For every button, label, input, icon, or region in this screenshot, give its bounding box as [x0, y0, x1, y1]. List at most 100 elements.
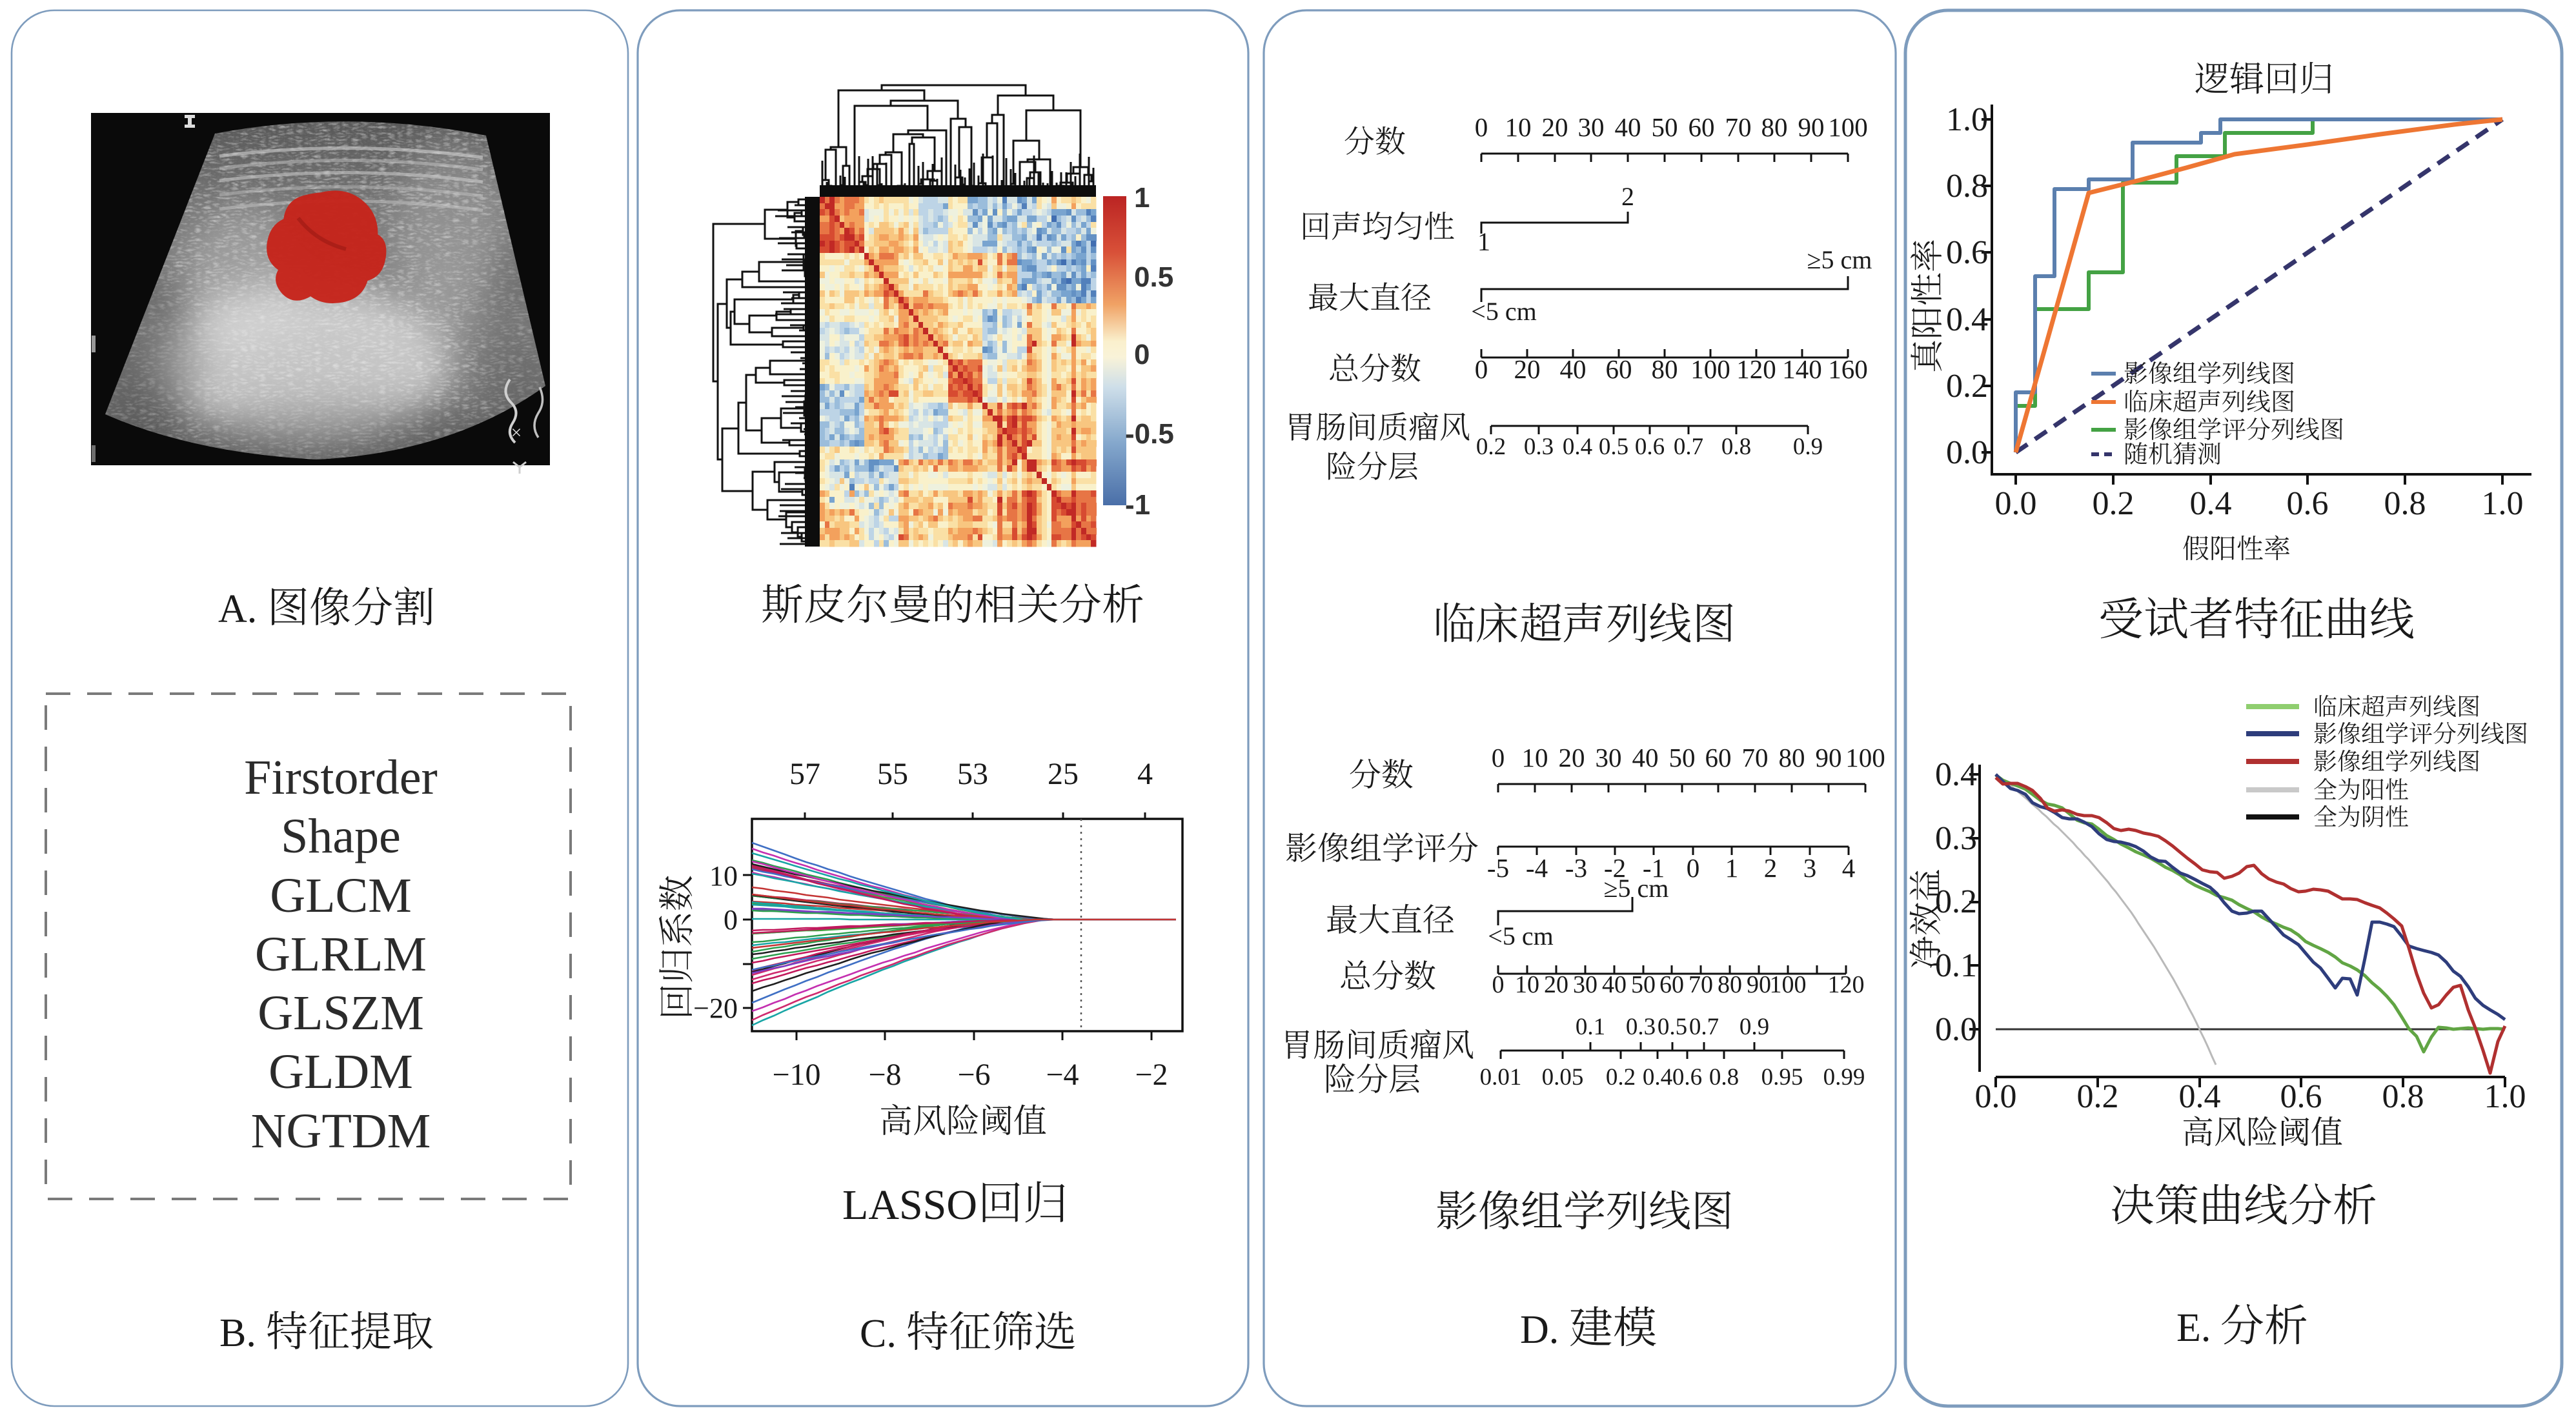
svg-text:-3: -3 [1565, 853, 1587, 883]
svg-text:0.4: 0.4 [1563, 434, 1592, 460]
svg-text:30: 30 [1573, 971, 1597, 998]
svg-text:0.9: 0.9 [1739, 1014, 1769, 1040]
svg-text:160: 160 [1828, 354, 1868, 384]
svg-text:0: 0 [724, 904, 738, 936]
svg-text:80: 80 [1761, 112, 1788, 142]
svg-text:80: 80 [1652, 354, 1678, 384]
svg-text:80: 80 [1718, 971, 1742, 998]
svg-text:0.0: 0.0 [1995, 485, 2037, 522]
svg-text:90: 90 [1798, 112, 1825, 142]
svg-text:40: 40 [1560, 354, 1587, 384]
svg-text:0: 0 [1475, 354, 1488, 384]
svg-text:0.99: 0.99 [1823, 1064, 1865, 1091]
svg-text:120: 120 [1736, 354, 1776, 384]
svg-text:57: 57 [789, 757, 820, 791]
svg-text:4: 4 [1137, 757, 1153, 791]
svg-text:GLSZM: GLSZM [258, 986, 424, 1040]
svg-text:0.6: 0.6 [2287, 485, 2329, 522]
svg-text:0.4: 0.4 [1643, 1064, 1672, 1091]
svg-text:1.0: 1.0 [2484, 1078, 2526, 1115]
svg-text:70: 70 [1742, 743, 1769, 772]
svg-text:−2: −2 [1135, 1058, 1168, 1092]
svg-text:−8: −8 [868, 1058, 901, 1092]
svg-text:2: 2 [1764, 853, 1778, 883]
svg-text:20: 20 [1544, 971, 1568, 998]
svg-text:0.3: 0.3 [1524, 434, 1554, 460]
svg-text:−20: −20 [693, 992, 738, 1024]
svg-text:B.: B. [219, 1311, 256, 1355]
svg-text:53: 53 [957, 757, 988, 791]
svg-text:≥5 cm: ≥5 cm [1604, 874, 1669, 903]
svg-text:0.4: 0.4 [1946, 301, 1988, 338]
svg-text:0.8: 0.8 [2382, 1078, 2424, 1115]
svg-text:60: 60 [1705, 743, 1732, 772]
svg-text:10: 10 [1515, 971, 1539, 998]
svg-text:-5: -5 [1487, 853, 1509, 883]
svg-text:0.8: 0.8 [1946, 168, 1988, 205]
svg-text:0: 0 [1475, 112, 1488, 142]
svg-text:40: 40 [1632, 743, 1659, 772]
svg-text:55: 55 [877, 757, 908, 791]
svg-text:100: 100 [1690, 354, 1730, 384]
svg-text:30: 30 [1578, 112, 1605, 142]
svg-text:90: 90 [1816, 743, 1842, 772]
svg-text:40: 40 [1602, 971, 1627, 998]
svg-text:0.8: 0.8 [1721, 434, 1751, 460]
svg-text:70: 70 [1689, 971, 1713, 998]
svg-text:0.2: 0.2 [1476, 434, 1506, 460]
svg-text:0.1: 0.1 [1935, 947, 1977, 984]
svg-text:<5 cm: <5 cm [1488, 921, 1553, 951]
svg-text:25: 25 [1048, 757, 1079, 791]
svg-text:0.4: 0.4 [2179, 1078, 2221, 1115]
svg-text:60: 60 [1659, 971, 1684, 998]
svg-text:10: 10 [1522, 743, 1548, 772]
svg-text:1.0: 1.0 [2482, 485, 2524, 522]
svg-text:0.3: 0.3 [1626, 1014, 1656, 1040]
svg-text:D.: D. [1520, 1308, 1559, 1352]
svg-text:-1: -1 [1125, 489, 1150, 521]
svg-text:GLDM: GLDM [269, 1045, 413, 1099]
svg-text:10: 10 [1505, 112, 1532, 142]
svg-text:0: 0 [1134, 339, 1150, 370]
svg-text:0: 0 [1687, 853, 1700, 883]
svg-text:0.5: 0.5 [1134, 261, 1173, 293]
svg-text:0.8: 0.8 [1709, 1064, 1739, 1091]
svg-text:-1: -1 [1643, 853, 1665, 883]
svg-text:0.0: 0.0 [1946, 434, 1988, 471]
svg-text:0.3: 0.3 [1935, 820, 1977, 857]
svg-text:20: 20 [1514, 354, 1541, 384]
svg-text:0.9: 0.9 [1793, 434, 1823, 460]
svg-text:0.5: 0.5 [1658, 1014, 1687, 1040]
svg-text:0.0: 0.0 [1935, 1011, 1977, 1048]
svg-text:100: 100 [1828, 112, 1868, 142]
svg-text:-0.5: -0.5 [1125, 418, 1174, 450]
svg-text:0.5: 0.5 [1599, 434, 1628, 460]
svg-text:−10: −10 [772, 1058, 820, 1092]
svg-text:20: 20 [1559, 743, 1585, 772]
svg-text:−6: −6 [957, 1058, 990, 1092]
svg-text:3: 3 [1803, 853, 1817, 883]
svg-text:NGTDM: NGTDM [251, 1104, 431, 1158]
svg-text:50: 50 [1652, 112, 1678, 142]
svg-text:0.2: 0.2 [1935, 883, 1977, 920]
svg-text:-4: -4 [1526, 853, 1548, 883]
svg-text:0.05: 0.05 [1542, 1064, 1584, 1091]
svg-text:1: 1 [1477, 227, 1490, 256]
svg-text:0.8: 0.8 [2384, 485, 2426, 522]
svg-text:E.: E. [2176, 1306, 2211, 1350]
svg-text:0.2: 0.2 [2077, 1078, 2119, 1115]
svg-text:0.2: 0.2 [1946, 368, 1988, 405]
svg-text:0.6: 0.6 [2280, 1078, 2322, 1115]
svg-text:70: 70 [1725, 112, 1752, 142]
svg-text:0.1: 0.1 [1576, 1014, 1605, 1040]
svg-text:20: 20 [1542, 112, 1568, 142]
svg-text:90: 90 [1747, 971, 1771, 998]
svg-text:0.4: 0.4 [2190, 485, 2232, 522]
svg-text:0.7: 0.7 [1689, 1014, 1719, 1040]
svg-text:C.: C. [860, 1312, 897, 1356]
svg-text:<5 cm: <5 cm [1471, 297, 1536, 326]
svg-text:2: 2 [1621, 182, 1634, 211]
svg-text:Firstorder: Firstorder [244, 750, 438, 805]
svg-text:10: 10 [709, 860, 738, 892]
svg-text:0.2: 0.2 [1606, 1064, 1636, 1091]
